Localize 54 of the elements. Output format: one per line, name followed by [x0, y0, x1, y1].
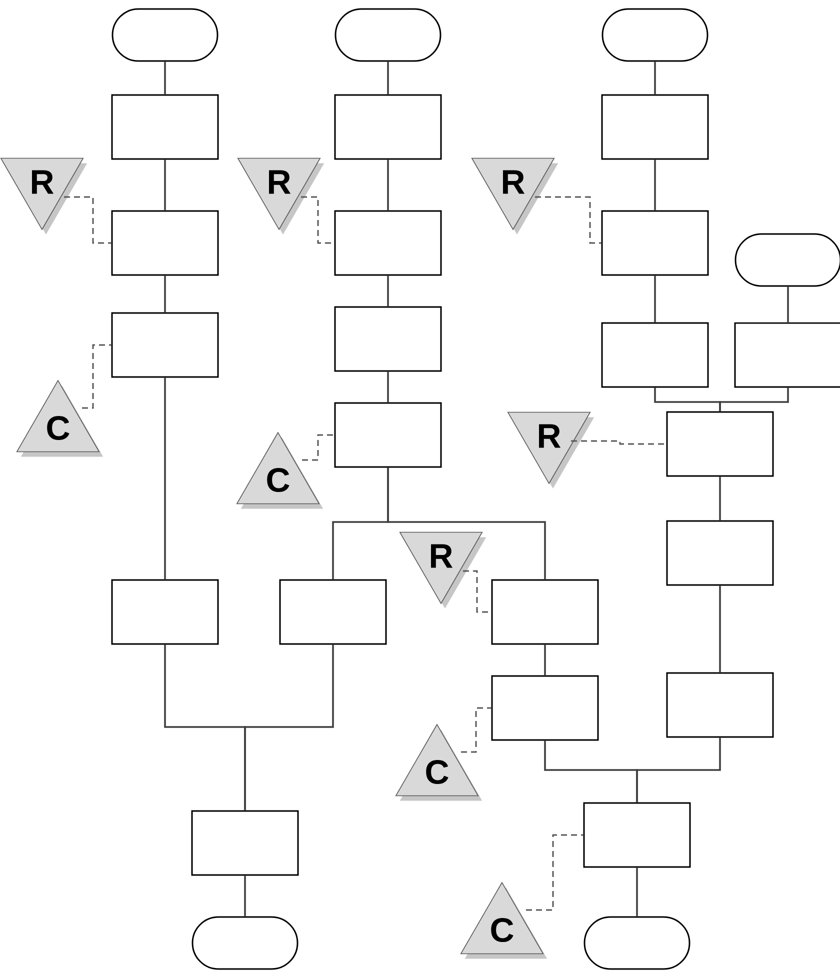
process-box [191, 810, 299, 876]
terminal-shape [734, 233, 840, 287]
terminal-shape [584, 916, 690, 970]
connector-line [636, 738, 721, 802]
process-box [601, 94, 709, 160]
connector-line [544, 644, 546, 676]
connector-line [461, 707, 492, 753]
connector-line [654, 276, 656, 322]
process-box [601, 322, 709, 388]
process-box [334, 210, 442, 276]
connector-line [719, 586, 721, 672]
connector-line [244, 876, 246, 916]
connector-line [387, 276, 389, 306]
terminal-shape [192, 916, 298, 970]
connector-line [164, 378, 166, 580]
process-box [111, 579, 219, 645]
process-box [111, 94, 219, 160]
connector-line [654, 160, 656, 210]
process-box [334, 402, 442, 468]
connector-line [719, 388, 789, 412]
process-box [334, 306, 442, 372]
process-box [111, 210, 219, 276]
connector-line [302, 434, 334, 461]
connector-line [164, 160, 166, 210]
process-box [279, 579, 387, 645]
process-box [666, 411, 774, 477]
connector-line [244, 644, 334, 810]
connector-line [387, 62, 389, 94]
terminal-shape [112, 8, 218, 62]
connector-line [82, 344, 112, 409]
connector-line [387, 160, 389, 210]
connector-line [787, 286, 789, 322]
terminal-shape [334, 8, 442, 62]
connector-line [164, 62, 166, 94]
process-box [666, 672, 774, 738]
process-box [734, 322, 840, 388]
connector-line [387, 372, 389, 402]
connector-line [654, 62, 656, 94]
connector-line [571, 440, 666, 445]
connector-line [535, 196, 602, 244]
connector-line [164, 276, 166, 312]
process-box [583, 802, 691, 868]
terminal-shape [602, 8, 708, 62]
connector-line [526, 834, 584, 911]
process-box [334, 94, 442, 160]
process-box [601, 210, 709, 276]
process-box [666, 520, 774, 586]
process-box [111, 312, 219, 378]
connector-line [636, 868, 638, 916]
connector-line [64, 196, 112, 244]
connector-line [719, 476, 721, 520]
connector-line [387, 468, 546, 580]
process-box [491, 675, 599, 741]
process-box [491, 579, 599, 645]
